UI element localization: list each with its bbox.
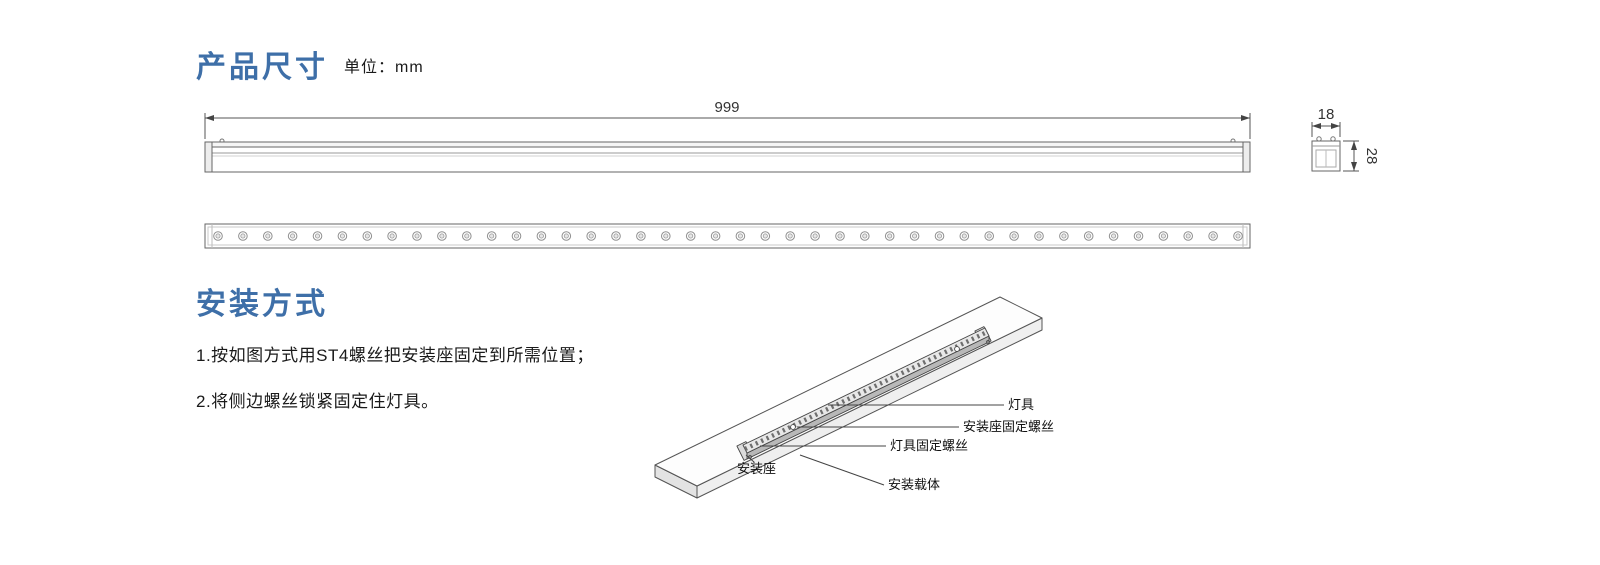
- unit-label: 单位：mm: [344, 59, 424, 76]
- end-view: [1311, 136, 1341, 172]
- install-step-2: 2.将侧边螺丝锁紧固定住灯具。: [196, 392, 439, 411]
- width-dim-value: 18: [1318, 106, 1335, 123]
- mounting-board: [654, 296, 1043, 499]
- bracket-screw-icon-lower: [790, 424, 796, 430]
- fixture-screw-icon-upper: [986, 340, 990, 344]
- installation-section-header: 安装方式: [196, 279, 328, 323]
- callout-bracket-screw: 安装座固定螺丝: [963, 419, 1054, 434]
- callout-leaders: [745, 404, 1004, 486]
- length-dimension: [204, 113, 1251, 139]
- callout-fixture-screw: 灯具固定螺丝: [890, 438, 968, 453]
- callout-fixture: 灯具: [1008, 397, 1034, 412]
- install-step-1: 1.按如图方式用ST4螺丝把安装座固定到所需位置；: [196, 346, 594, 365]
- bracket-screw-icon-upper: [954, 346, 960, 352]
- height-dimension: [1343, 140, 1359, 172]
- side-view: [204, 138, 1251, 173]
- front-view: [204, 223, 1251, 249]
- callout-carrier: 安装载体: [888, 477, 940, 492]
- screw-icons: [748, 340, 990, 459]
- height-dim-value: 28: [1363, 148, 1380, 165]
- dimension-drawing: 999 18 28: [204, 99, 1380, 249]
- width-dimension: [1311, 122, 1341, 137]
- callout-bracket: 安装座: [737, 461, 776, 476]
- fixture-led-strip: [744, 329, 988, 452]
- dimensions-title: 产品尺寸: [196, 51, 328, 84]
- dimensions-section-header: 产品尺寸单位：mm: [196, 42, 424, 86]
- installation-title: 安装方式: [196, 288, 328, 321]
- installation-diagram: 灯具 安装座固定螺丝 灯具固定螺丝 安装座 安装载体: [654, 296, 1054, 499]
- length-dim-value: 999: [714, 99, 739, 116]
- led-row: [213, 231, 1243, 241]
